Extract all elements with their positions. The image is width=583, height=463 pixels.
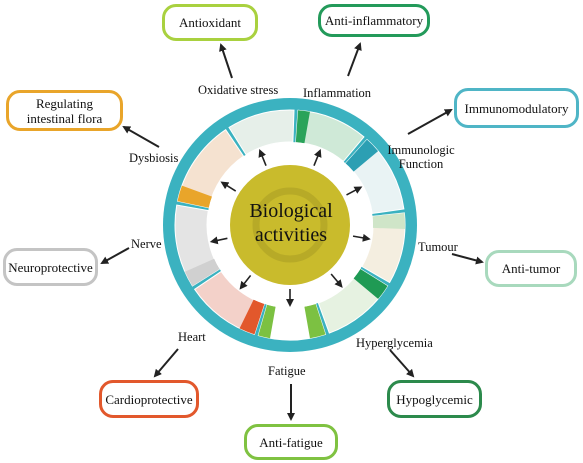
inner-arrow bbox=[209, 236, 228, 245]
inner-arrows bbox=[209, 148, 371, 307]
inner-arrow bbox=[258, 148, 267, 166]
regulating-intestinal-flora-box: Regulating intestinal flora bbox=[6, 90, 123, 131]
center-disc bbox=[230, 165, 350, 285]
antioxidant-box: Antioxidant bbox=[162, 4, 258, 41]
anti-inflammatory-box: Anti-inflammatory bbox=[318, 4, 430, 37]
cardioprotective-label: Cardioprotective bbox=[105, 391, 193, 407]
inflammation-to-anti-inflammatory-arrow bbox=[347, 42, 362, 77]
regulating-label-line2: intestinal flora bbox=[26, 110, 103, 126]
inner-arrow bbox=[352, 233, 371, 242]
immunomodulatory-label: Immunomodulatory bbox=[464, 100, 569, 116]
segment-accent-strip bbox=[177, 185, 213, 208]
inner-arrow bbox=[239, 274, 252, 290]
neuroprotective-label: Neuroprotective bbox=[8, 259, 93, 275]
tumour-label: Tumour bbox=[418, 240, 458, 254]
cardioprotective-box: Cardioprotective bbox=[99, 380, 199, 418]
nerve-label: Nerve bbox=[131, 237, 162, 251]
inflammation-label: Inflammation bbox=[303, 86, 372, 100]
hypoglycemic-box: Hypoglycemic bbox=[387, 380, 482, 418]
center-title: Biological activities bbox=[241, 199, 341, 247]
segment-accent-strip bbox=[353, 268, 388, 299]
anti-tumor-label: Anti-tumor bbox=[501, 261, 561, 276]
segment-accent-strip bbox=[239, 299, 265, 335]
dysbiosis-to-regulating-arrow bbox=[122, 126, 160, 148]
center-watermark-ring bbox=[252, 187, 328, 263]
inner-arrow bbox=[346, 186, 363, 196]
segment-accent-strip bbox=[372, 212, 405, 230]
hyperglycemia-label: Hyperglycemia bbox=[356, 336, 433, 350]
immunologic-function-label: Immunologic Function bbox=[387, 143, 454, 171]
inner-arrow bbox=[220, 181, 237, 192]
inner-arrow bbox=[330, 273, 343, 288]
condition-segments bbox=[174, 109, 406, 341]
anti-tumor-box: Anti-tumor bbox=[485, 250, 577, 287]
oxidative-stress-label: Oxidative stress bbox=[198, 83, 279, 97]
hypoglycemic-label: Hypoglycemic bbox=[396, 391, 473, 407]
nerve-to-neuroprotective-arrow bbox=[100, 247, 130, 264]
neuroprotective-box: Neuroprotective bbox=[3, 248, 98, 286]
heart-to-cardioprotective-arrow bbox=[153, 348, 179, 378]
inner-arrow bbox=[313, 148, 322, 166]
immunologic-line2: Function bbox=[398, 157, 444, 171]
outer-arrows bbox=[100, 42, 484, 421]
immunologic-line1: Immunologic bbox=[387, 143, 455, 157]
center-title-line1: Biological bbox=[249, 200, 333, 222]
segment-accent-strip bbox=[304, 303, 326, 339]
anti-inflammatory-label: Anti-inflammatory bbox=[324, 13, 424, 28]
oxidative-to-antioxidant-arrow bbox=[219, 43, 233, 79]
dysbiosis-label: Dysbiosis bbox=[129, 151, 179, 165]
segment-accent-strip bbox=[345, 139, 379, 172]
regulating-label-line1: Regulating bbox=[35, 95, 94, 111]
center-title-line2: activities bbox=[254, 224, 328, 246]
segment-accent-strip bbox=[258, 304, 276, 339]
hyperglycemia-to-hypoglycemic-arrow bbox=[389, 349, 415, 378]
heart-label: Heart bbox=[178, 330, 206, 344]
anti-fatigue-label: Anti-fatigue bbox=[259, 434, 323, 450]
tumour-to-anti-tumor-arrow bbox=[451, 253, 484, 265]
anti-fatigue-box: Anti-fatigue bbox=[244, 424, 338, 460]
fatigue-label: Fatigue bbox=[268, 364, 306, 378]
immunomodulatory-box: Immunomodulatory bbox=[454, 88, 579, 128]
segment-accent-strip bbox=[295, 110, 310, 144]
immunologic-to-immunomodulatory-arrow bbox=[407, 109, 453, 135]
antioxidant-label: Antioxidant bbox=[178, 15, 242, 30]
segment-accent-strip bbox=[184, 258, 220, 286]
